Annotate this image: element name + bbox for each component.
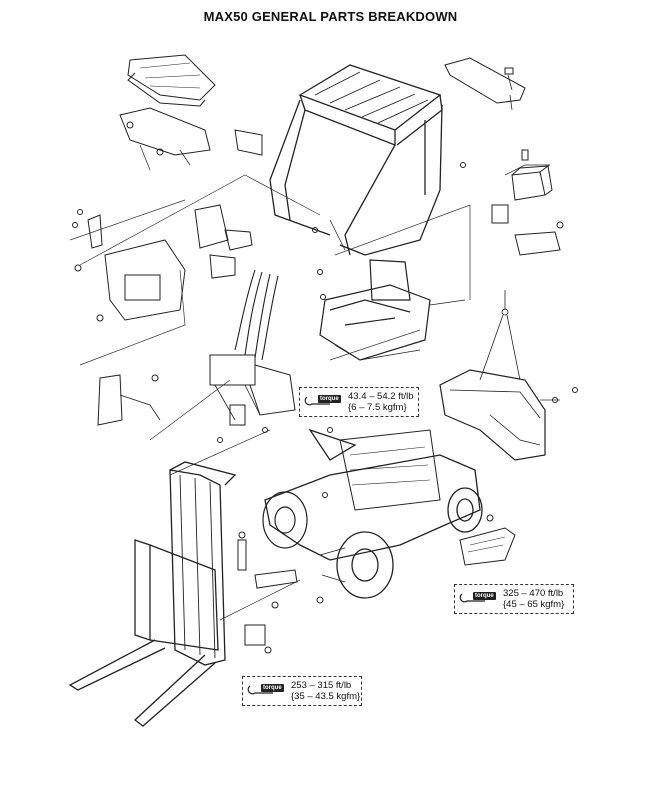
torque-metric: {6 – 7.5 kgfm} bbox=[348, 402, 407, 413]
rear-wheel bbox=[447, 487, 483, 533]
pedal-bracket bbox=[97, 374, 161, 426]
torque-wrench-icon bbox=[459, 593, 485, 603]
torque-metric: {35 – 43.5 kgfm} bbox=[291, 691, 361, 702]
torque-callout-1: torque 43.4 – 54.2 ft/lb {6 – 7.5 kgfm} bbox=[299, 387, 419, 417]
torque-badge: torque bbox=[318, 395, 341, 403]
torque-wrench-icon bbox=[304, 396, 330, 406]
floor-plate bbox=[119, 107, 211, 171]
tilt-cylinder bbox=[237, 531, 324, 654]
floor-mat bbox=[127, 54, 216, 107]
small-bracket bbox=[234, 129, 263, 156]
torque-imperial: 325 – 470 ft/lb bbox=[503, 588, 564, 599]
engine-hood bbox=[439, 369, 546, 461]
torque-callout-2: torque 325 – 470 ft/lb {45 – 65 kgfm} bbox=[454, 584, 574, 614]
operator-seat bbox=[319, 259, 466, 361]
torque-metric: {45 – 65 kgfm} bbox=[503, 599, 565, 610]
overhead-guard bbox=[269, 64, 443, 256]
left-wheel bbox=[262, 491, 308, 549]
torque-badge: torque bbox=[261, 684, 284, 692]
truck-chassis bbox=[264, 428, 481, 561]
torque-imperial: 253 – 315 ft/lb bbox=[291, 680, 352, 691]
leader-lines bbox=[69, 174, 560, 621]
torque-badge: torque bbox=[473, 592, 496, 600]
mast-assembly bbox=[134, 461, 237, 666]
battery bbox=[504, 149, 553, 201]
page-title: MAX50 GENERAL PARTS BREAKDOWN bbox=[203, 9, 458, 24]
rear-cover bbox=[444, 57, 526, 111]
step-plate bbox=[459, 514, 516, 566]
fasteners bbox=[72, 162, 578, 498]
torque-imperial: 43.4 – 54.2 ft/lb bbox=[348, 391, 414, 402]
torque-wrench-icon bbox=[247, 685, 273, 695]
forks bbox=[68, 639, 216, 727]
torque-callout-3: torque 253 – 315 ft/lb {35 – 43.5 kgfm} bbox=[242, 676, 362, 706]
control-valve bbox=[209, 354, 296, 426]
front-wheel bbox=[319, 531, 394, 599]
lift-chains bbox=[479, 290, 521, 381]
steering-column bbox=[194, 204, 253, 279]
instrument-bracket bbox=[74, 214, 186, 322]
hydraulic-hoses bbox=[234, 269, 279, 361]
battery-tray bbox=[491, 204, 564, 256]
